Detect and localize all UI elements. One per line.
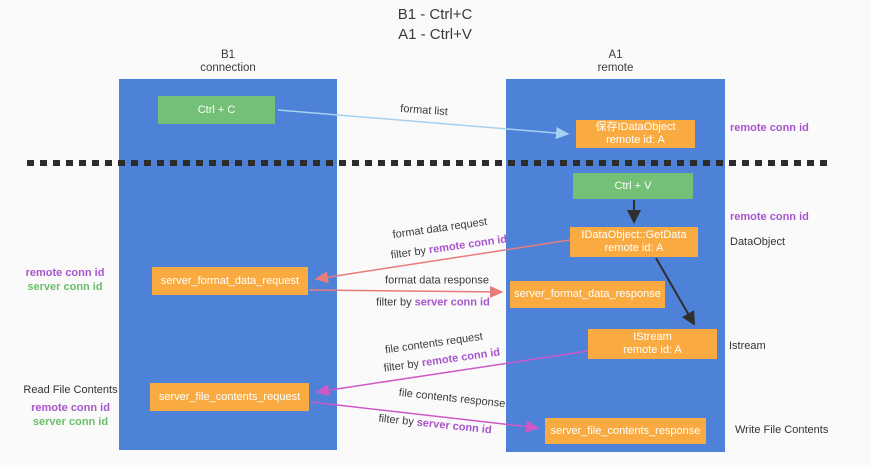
lane-a1-title: A1 — [608, 49, 623, 61]
filter-by-text: filter by — [376, 296, 412, 309]
title-line-2: A1 - Ctrl+V — [398, 26, 472, 43]
annotation-read-file-contents-group: Read File Contents remote conn id server… — [18, 384, 123, 429]
node-server-format-data-request: server_format_data_request — [152, 267, 308, 295]
annotation-write-file-contents: Write File Contents — [735, 424, 829, 436]
node-file-request-label: server_file_contents_request — [158, 390, 301, 403]
lane-a1-subtitle: remote — [597, 62, 634, 74]
remote-conn-id-text: remote conn id — [31, 402, 110, 414]
remote-conn-id-text: remote conn id — [428, 233, 508, 257]
node-istream-line1: IStream — [633, 331, 672, 343]
label-format-data-response: format data response — [385, 274, 489, 287]
node-ctrl-v-label: Ctrl + V — [614, 179, 652, 192]
node-server-file-contents-response: server_file_contents_response — [545, 418, 706, 444]
lane-header-a1: A1 remote — [506, 49, 725, 75]
remote-conn-id-text: remote conn id — [25, 267, 105, 279]
server-conn-id-text: server conn id — [414, 296, 490, 309]
node-ctrl-v: Ctrl + V — [573, 173, 693, 199]
annotation-remote-conn-id-mid: remote conn id — [730, 211, 809, 223]
node-ctrl-c-label: Ctrl + C — [197, 103, 236, 116]
node-idataobject-getdata: IDataObject::GetData remote id: A — [570, 227, 698, 257]
annotation-istream: Istream — [729, 340, 766, 352]
label-file-contents-response: file contents response — [398, 386, 506, 411]
node-save-dataobject: 保存IDataObject remote id: A — [576, 120, 695, 148]
filter-by-text: filter by — [383, 357, 420, 375]
read-file-contents-text: Read File Contents — [23, 384, 118, 396]
label-format-list: format list — [399, 102, 449, 119]
node-getdata-line1: IDataObject::GetData — [581, 229, 687, 241]
lane-header-b1: B1 connection — [119, 49, 337, 75]
node-save-dataobject-line2: remote id: A — [606, 134, 665, 146]
filter-by-text: filter by — [377, 412, 415, 429]
server-conn-id-text: server conn id — [416, 416, 493, 437]
arrow-format-data-response — [308, 285, 504, 298]
diagram-title: B1 - Ctrl+C A1 - Ctrl+V — [310, 5, 560, 45]
node-ctrl-c: Ctrl + C — [158, 96, 275, 124]
node-server-file-contents-request: server_file_contents_request — [150, 383, 309, 411]
node-getdata-line2: remote id: A — [604, 242, 664, 254]
annotation-dataobject: DataObject — [730, 236, 786, 248]
node-save-dataobject-line1: 保存IDataObject — [595, 121, 676, 133]
title-line-1: B1 - Ctrl+C — [397, 6, 473, 23]
node-istream-line2: remote id: A — [623, 344, 682, 356]
annotation-remote-conn-id-top: remote conn id — [730, 122, 809, 134]
node-istream: IStream remote id: A — [588, 329, 717, 359]
lane-b1-title: B1 — [220, 49, 236, 61]
filter-by-text: filter by — [390, 244, 427, 262]
copy-paste-separator-line — [27, 160, 830, 166]
node-format-request-label: server_format_data_request — [160, 274, 300, 287]
lane-b1-subtitle: connection — [200, 62, 256, 74]
annotation-conn-ids-mid: remote conn id server conn id — [15, 266, 115, 294]
node-server-format-data-response: server_format_data_response — [510, 281, 665, 308]
node-format-response-label: server_format_data_response — [514, 288, 661, 300]
node-file-response-label: server_file_contents_response — [550, 424, 701, 437]
server-conn-id-text: server conn id — [27, 281, 103, 293]
server-conn-id-text: server conn id — [32, 416, 109, 428]
